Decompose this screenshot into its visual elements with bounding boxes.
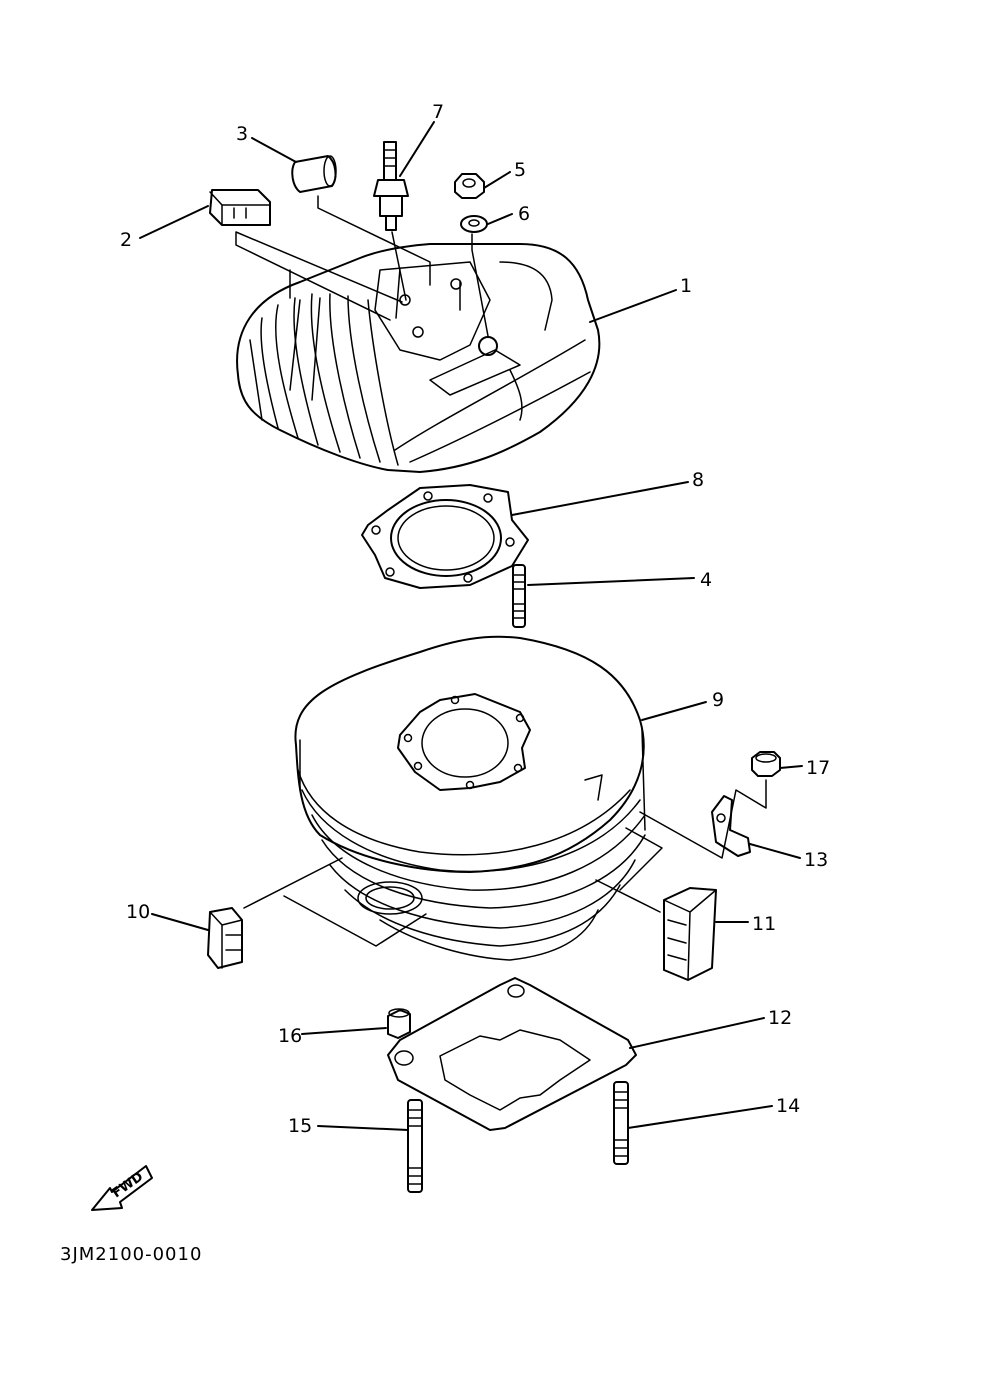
spark-plug-7 xyxy=(373,141,409,231)
washer-6 xyxy=(460,215,488,233)
callout-12: 12 xyxy=(768,1007,792,1029)
callout-11: 11 xyxy=(752,913,776,935)
callout-4: 4 xyxy=(700,569,712,591)
nut-17 xyxy=(751,751,781,777)
damper-rubber-2 xyxy=(209,189,271,226)
head-gasket-8 xyxy=(361,484,529,589)
base-gasket-12 xyxy=(387,977,637,1131)
callout-14: 14 xyxy=(776,1095,800,1117)
callout-6: 6 xyxy=(518,203,530,225)
callout-2: 2 xyxy=(120,229,132,251)
callout-7: 7 xyxy=(432,101,444,123)
callout-1: 1 xyxy=(680,275,692,297)
clamp-13 xyxy=(711,795,751,857)
drawing-code: 3JM2100-0010 xyxy=(60,1244,202,1265)
stud-bolt-15 xyxy=(407,1099,423,1193)
cylinder-9 xyxy=(294,635,646,961)
cylinder-head xyxy=(236,243,601,473)
damper-rubber-3 xyxy=(291,155,337,193)
stud-bolt-4 xyxy=(512,564,526,628)
damper-rubber-11 xyxy=(663,887,717,981)
callout-3: 3 xyxy=(236,123,248,145)
callout-8: 8 xyxy=(692,469,704,491)
damper-rubber-10 xyxy=(207,907,243,969)
fwd-arrow-icon xyxy=(91,1165,153,1211)
callout-17: 17 xyxy=(806,757,830,779)
callout-15: 15 xyxy=(288,1115,312,1137)
callout-13: 13 xyxy=(804,849,828,871)
stud-bolt-14 xyxy=(613,1081,629,1165)
nut-5 xyxy=(454,173,485,199)
callout-10: 10 xyxy=(126,901,150,923)
assembly-guide-lines xyxy=(235,195,767,947)
callout-16: 16 xyxy=(278,1025,302,1047)
leader-lines xyxy=(139,121,803,1131)
callout-9: 9 xyxy=(712,689,724,711)
callout-5: 5 xyxy=(514,159,526,181)
dowel-pin-16 xyxy=(387,1008,411,1039)
